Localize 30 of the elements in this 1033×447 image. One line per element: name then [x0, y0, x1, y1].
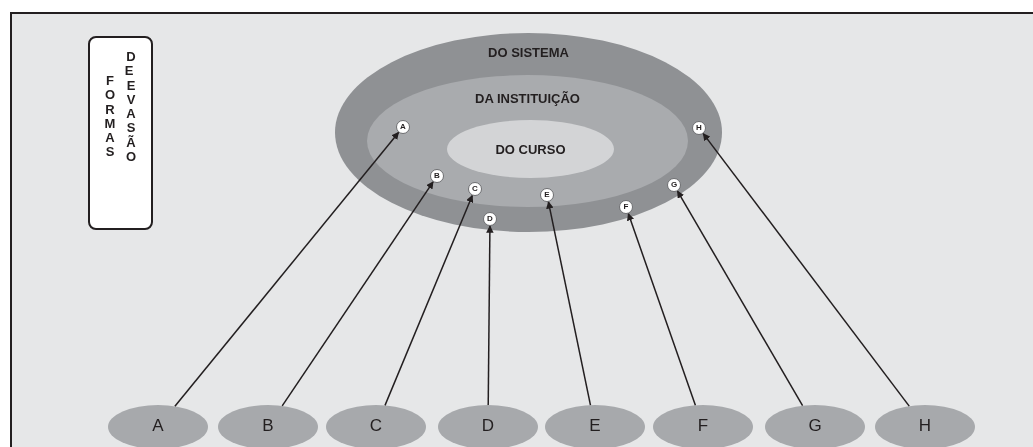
- arrow: [627, 212, 697, 406]
- arrow: [676, 190, 804, 407]
- ring-label: DO SISTEMA: [487, 44, 570, 62]
- arrow: [384, 194, 474, 407]
- category-letter: H: [918, 417, 932, 434]
- marker-letter: F: [623, 203, 629, 211]
- arrow: [281, 181, 434, 407]
- category-letter: D: [481, 417, 495, 434]
- arrow: [174, 131, 400, 408]
- category-letter: G: [808, 417, 822, 434]
- category-letter: B: [262, 417, 274, 434]
- ring-label: DO CURSO: [494, 141, 567, 159]
- title-box: [88, 36, 153, 230]
- arrow: [702, 132, 910, 407]
- category-letter: C: [369, 417, 383, 434]
- ring-label: DA INSTITUIÇÃO: [474, 90, 581, 108]
- vertical-title: DE EVASÃO: [124, 50, 138, 167]
- marker-letter: C: [472, 185, 478, 193]
- marker-letter: B: [434, 172, 440, 180]
- category-letter: E: [589, 417, 601, 434]
- vertical-title: FORMAS: [103, 74, 117, 162]
- marker-letter: E: [544, 191, 550, 199]
- marker-letter: G: [670, 181, 678, 189]
- marker-letter: H: [696, 124, 702, 132]
- category-letter: F: [697, 417, 709, 434]
- arrow: [546, 201, 592, 406]
- marker-letter: A: [400, 123, 406, 131]
- arrow: [486, 225, 494, 406]
- category-letter: A: [152, 417, 164, 434]
- marker-letter: D: [487, 215, 493, 223]
